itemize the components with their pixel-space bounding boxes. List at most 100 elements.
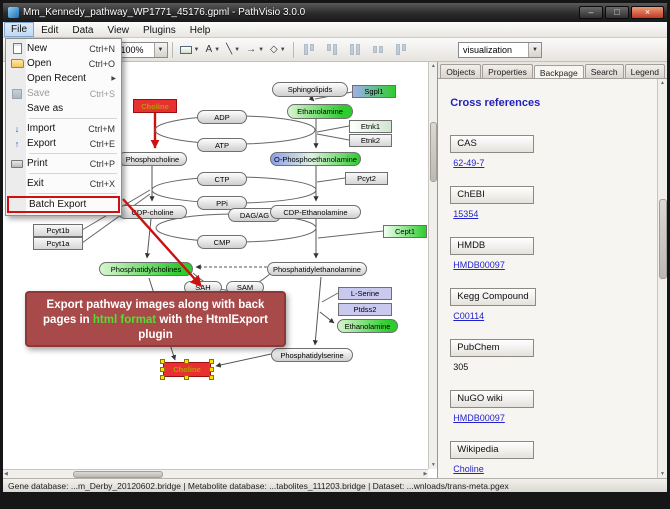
align-bottom-button[interactable] xyxy=(391,40,412,59)
chevron-down-icon: ▼ xyxy=(153,42,167,57)
node-sgpl1[interactable]: Sgpl1 xyxy=(352,85,396,98)
tutorial-annotation: Export pathway images along with back pa… xyxy=(25,291,286,347)
node-etnk1[interactable]: Etnk1 xyxy=(349,120,392,133)
scroll-left-icon[interactable]: ◀ xyxy=(4,471,8,477)
label-tool-button[interactable]: A ▼ xyxy=(203,43,222,57)
node-etnk2[interactable]: Etnk2 xyxy=(349,134,392,147)
node-ethanolamine-low[interactable]: Ethanolamine xyxy=(337,319,398,333)
node-ctp[interactable]: CTP xyxy=(197,172,247,186)
align-top-icon xyxy=(373,46,384,53)
node-ppi[interactable]: PPi xyxy=(197,196,247,210)
selection-handle[interactable] xyxy=(209,375,214,380)
toolbar-separator xyxy=(292,41,294,58)
menu-item-batch-export[interactable]: Batch Export xyxy=(7,196,120,213)
tab-objects[interactable]: Objects xyxy=(440,64,482,78)
maximize-button[interactable]: □ xyxy=(605,6,629,19)
crossref-link[interactable]: 15354 xyxy=(453,209,479,219)
node-sphingolipids[interactable]: Sphingolipids xyxy=(272,82,348,97)
connector-tool-icon: → xyxy=(246,43,257,55)
node-adp[interactable]: ADP xyxy=(197,110,247,124)
node-phosphatidylethanolamine[interactable]: Phosphatidylethanolamine xyxy=(267,262,367,276)
visualization-combobox[interactable]: visualization ▼ xyxy=(458,42,542,58)
horizontal-scroll-thumb[interactable] xyxy=(73,471,163,478)
tab-properties[interactable]: Properties xyxy=(482,64,533,78)
node-pcyt1b[interactable]: Pcyt1b xyxy=(33,224,83,237)
node-phosphatidylcholines[interactable]: Phosphatidylcholines xyxy=(99,262,193,276)
menu-edit[interactable]: Edit xyxy=(41,24,59,36)
node-cdp-choline[interactable]: CDP-choline xyxy=(118,205,187,219)
menu-plugins[interactable]: Plugins xyxy=(142,24,176,36)
crossref-db-label: PubChem xyxy=(450,339,535,357)
node-cdp-ethanolamine[interactable]: CDP-Ethanolamine xyxy=(270,205,361,219)
selection-handle[interactable] xyxy=(209,366,214,372)
shape-tool-button[interactable]: ◇ ▼ xyxy=(268,43,288,57)
crossref-link[interactable]: Choline xyxy=(453,464,484,474)
tab-search[interactable]: Search xyxy=(584,64,624,78)
node-o-phosphoethanolamine[interactable]: O-Phosphoethanolamine xyxy=(270,152,361,166)
node-l-serine[interactable]: L-Serine xyxy=(338,287,392,300)
menu-item-save-as[interactable]: Save as xyxy=(27,103,64,114)
node-atp[interactable]: ATP xyxy=(197,138,247,152)
crossref-link[interactable]: HMDB00097 xyxy=(453,413,505,423)
crossref-link[interactable]: C00114 xyxy=(453,311,485,321)
node-ethanolamine-top[interactable]: Ethanolamine xyxy=(287,104,353,119)
node-phosphocholine[interactable]: Phosphocholine xyxy=(118,152,187,166)
menu-item-exit[interactable]: Exit Ctrl+X xyxy=(27,178,115,189)
menu-file[interactable]: File xyxy=(4,22,35,37)
crossref-db-label: Wikipedia xyxy=(450,441,535,459)
scroll-down-icon[interactable]: ▼ xyxy=(660,471,665,477)
crossref-link[interactable]: HMDB00097 xyxy=(453,260,505,270)
tab-backpage[interactable]: Backpage xyxy=(533,65,584,79)
node-cept1[interactable]: Cept1 xyxy=(383,225,427,238)
menu-item-export[interactable]: ↑ Export Ctrl+E xyxy=(14,138,115,149)
scroll-right-icon[interactable]: ▶ xyxy=(423,471,428,477)
selection-handle[interactable] xyxy=(184,359,189,364)
scroll-down-icon[interactable]: ▼ xyxy=(430,462,436,468)
node-pcyt2[interactable]: Pcyt2 xyxy=(345,172,388,185)
menu-data[interactable]: Data xyxy=(72,24,94,36)
crossref-entry-hmdb: HMDB HMDB00097 xyxy=(450,235,647,273)
node-ptdss2[interactable]: Ptdss2 xyxy=(338,303,392,316)
vertical-scroll-thumb[interactable] xyxy=(430,122,438,182)
canvas-vertical-scrollbar: ▲ ▼ xyxy=(428,62,438,469)
zoom-combobox[interactable]: 100% ▼ xyxy=(115,41,168,58)
align-center-button[interactable] xyxy=(322,40,343,59)
menu-view[interactable]: View xyxy=(107,24,129,36)
align-right-button[interactable] xyxy=(345,40,366,59)
node-cmp[interactable]: CMP xyxy=(197,235,247,249)
node-choline-bottom[interactable]: Choline xyxy=(160,359,214,380)
datanode-tool-button[interactable]: ▼ xyxy=(178,44,202,56)
selection-handle[interactable] xyxy=(160,359,165,364)
node-pcyt1a[interactable]: Pcyt1a xyxy=(33,237,83,250)
selection-handle[interactable] xyxy=(209,359,214,364)
scroll-up-icon[interactable]: ▲ xyxy=(660,80,665,86)
connector-tool-button[interactable]: → ▼ xyxy=(244,43,266,57)
tab-legend[interactable]: Legend xyxy=(624,64,665,78)
align-top-button[interactable] xyxy=(368,40,389,59)
visualization-value: visualization xyxy=(463,45,513,55)
scroll-up-icon[interactable]: ▲ xyxy=(430,63,436,69)
menu-help[interactable]: Help xyxy=(189,24,211,36)
menu-bar: File Edit Data View Plugins Help xyxy=(3,22,667,38)
node-choline-top[interactable]: Choline xyxy=(133,99,177,113)
panel-scroll-thumb[interactable] xyxy=(659,199,667,279)
selection-handle[interactable] xyxy=(160,366,165,372)
line-tool-button[interactable]: ╲ ▼ xyxy=(224,43,242,57)
node-phosphatidylserine[interactable]: Phosphatidylserine xyxy=(271,348,353,362)
selection-handle[interactable] xyxy=(184,375,189,380)
crossref-link[interactable]: 62-49-7 xyxy=(453,158,485,168)
minimize-button[interactable]: – xyxy=(579,6,603,19)
menu-item-save[interactable]: Save Ctrl+S xyxy=(7,86,120,101)
menu-item-new[interactable]: New Ctrl+N xyxy=(7,41,120,56)
menu-item-import[interactable]: ↓ Import Ctrl+M xyxy=(14,123,115,134)
window-title: Mm_Kennedy_pathway_WP1771_45176.gpml - P… xyxy=(23,7,306,18)
align-left-button[interactable] xyxy=(299,40,320,59)
close-button[interactable]: × xyxy=(631,6,664,19)
menu-item-open-recent[interactable]: Open Recent ▶ xyxy=(7,71,120,86)
chevron-down-icon: ▼ xyxy=(214,46,221,53)
side-panel-tabs: Objects Properties Backpage Search Legen… xyxy=(438,62,667,79)
menu-item-print[interactable]: Print Ctrl+P xyxy=(7,156,120,171)
menu-item-open[interactable]: Open Ctrl+O xyxy=(7,56,120,71)
selection-handle[interactable] xyxy=(160,375,165,380)
chevron-down-icon: ▼ xyxy=(279,46,286,53)
